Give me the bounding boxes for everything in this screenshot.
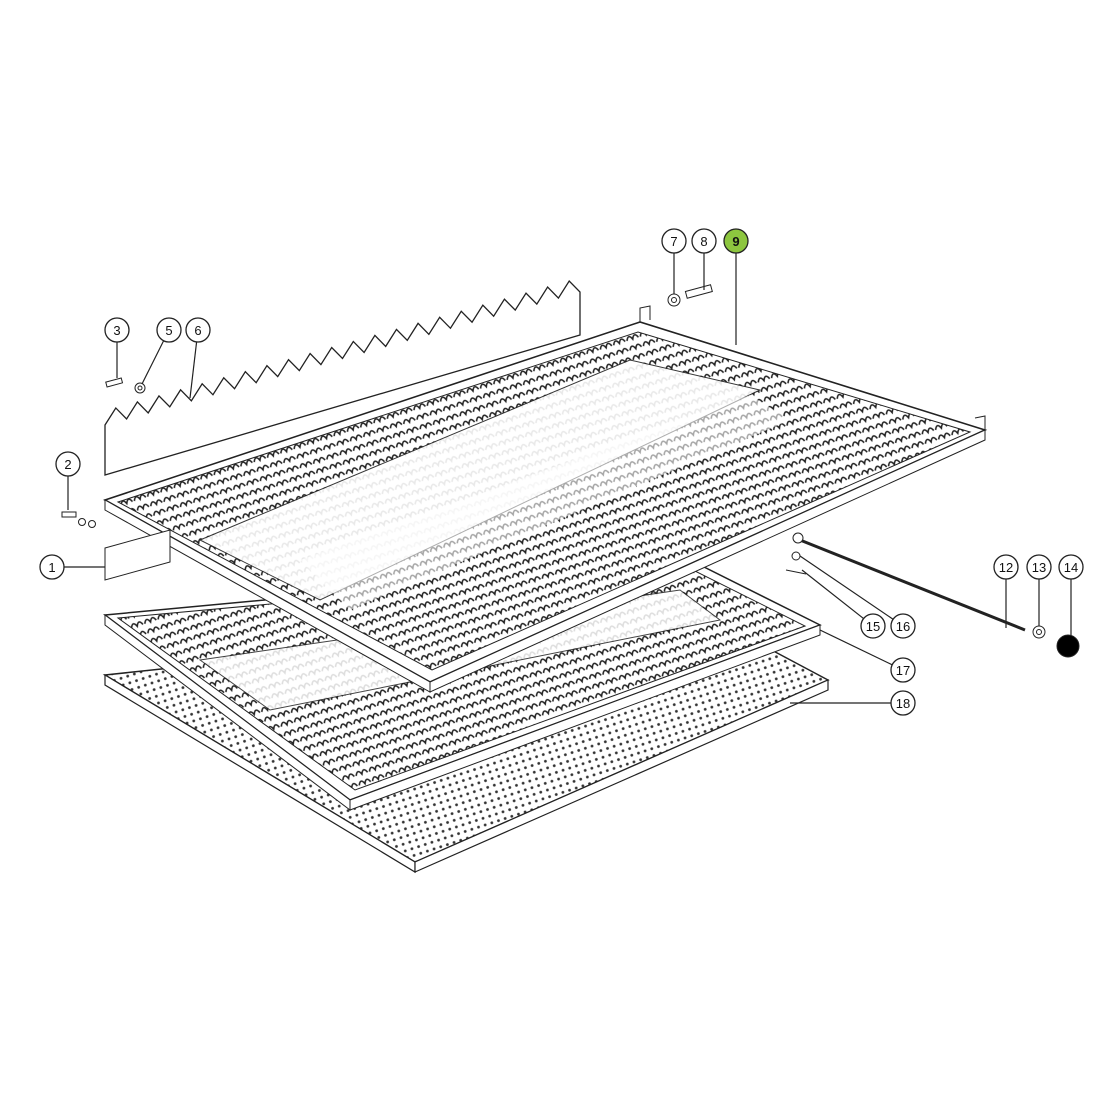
callout-circle xyxy=(723,228,749,254)
main-sieve-frame-9 xyxy=(103,305,988,693)
callout-circle xyxy=(156,317,182,343)
callout-6[interactable]: 6 xyxy=(185,317,211,399)
callout-circle xyxy=(39,554,65,580)
callout-7[interactable]: 7 xyxy=(661,228,687,294)
callout-number: 14 xyxy=(1064,560,1078,575)
callout-5[interactable]: 5 xyxy=(141,317,182,385)
leader-line xyxy=(141,340,165,385)
callout-circle xyxy=(104,317,130,343)
callout-circle xyxy=(1026,554,1052,580)
callout-number: 5 xyxy=(165,323,172,338)
callout-number: 17 xyxy=(896,663,910,678)
callout-8[interactable]: 8 xyxy=(691,228,717,290)
callout-1[interactable]: 1 xyxy=(39,554,105,580)
callout-circle xyxy=(860,613,886,639)
callout-circle xyxy=(993,554,1019,580)
callout-number: 18 xyxy=(896,696,910,711)
callout-number: 15 xyxy=(866,619,880,634)
callout-circle xyxy=(661,228,687,254)
callout-circle xyxy=(890,690,916,716)
leader-line xyxy=(819,629,893,666)
callout-circle xyxy=(55,451,81,477)
callout-number: 13 xyxy=(1032,560,1046,575)
hardware xyxy=(61,284,1080,658)
callout-13[interactable]: 13 xyxy=(1026,554,1052,626)
callout-2[interactable]: 2 xyxy=(55,451,81,510)
callout-3[interactable]: 3 xyxy=(104,317,130,378)
callout-12[interactable]: 12 xyxy=(993,554,1019,628)
callout-circle xyxy=(890,613,916,639)
callout-number: 6 xyxy=(194,323,201,338)
callout-number: 1 xyxy=(48,560,55,575)
callout-circle xyxy=(185,317,211,343)
leader-line xyxy=(799,555,894,620)
callout-circle xyxy=(691,228,717,254)
callout-17[interactable]: 17 xyxy=(819,629,916,683)
callout-number: 9 xyxy=(732,234,739,249)
callout-circle xyxy=(890,657,916,683)
strip-1 xyxy=(104,529,171,581)
leader-line xyxy=(801,569,864,620)
callout-number: 7 xyxy=(670,234,677,249)
callout-14[interactable]: 14 xyxy=(1058,554,1084,636)
serrated-strip-6 xyxy=(104,279,581,476)
leader-line xyxy=(189,341,198,399)
callout-circle xyxy=(1058,554,1084,580)
callout-number: 12 xyxy=(999,560,1013,575)
callout-15[interactable]: 15 xyxy=(801,569,886,639)
callout-number: 8 xyxy=(700,234,707,249)
callout-number: 16 xyxy=(896,619,910,634)
callout-18[interactable]: 18 xyxy=(790,690,916,716)
callout-16[interactable]: 16 xyxy=(799,555,916,639)
callout-number: 2 xyxy=(64,457,71,472)
callout-number: 3 xyxy=(113,323,120,338)
callout-9[interactable]: 9 xyxy=(723,228,749,345)
